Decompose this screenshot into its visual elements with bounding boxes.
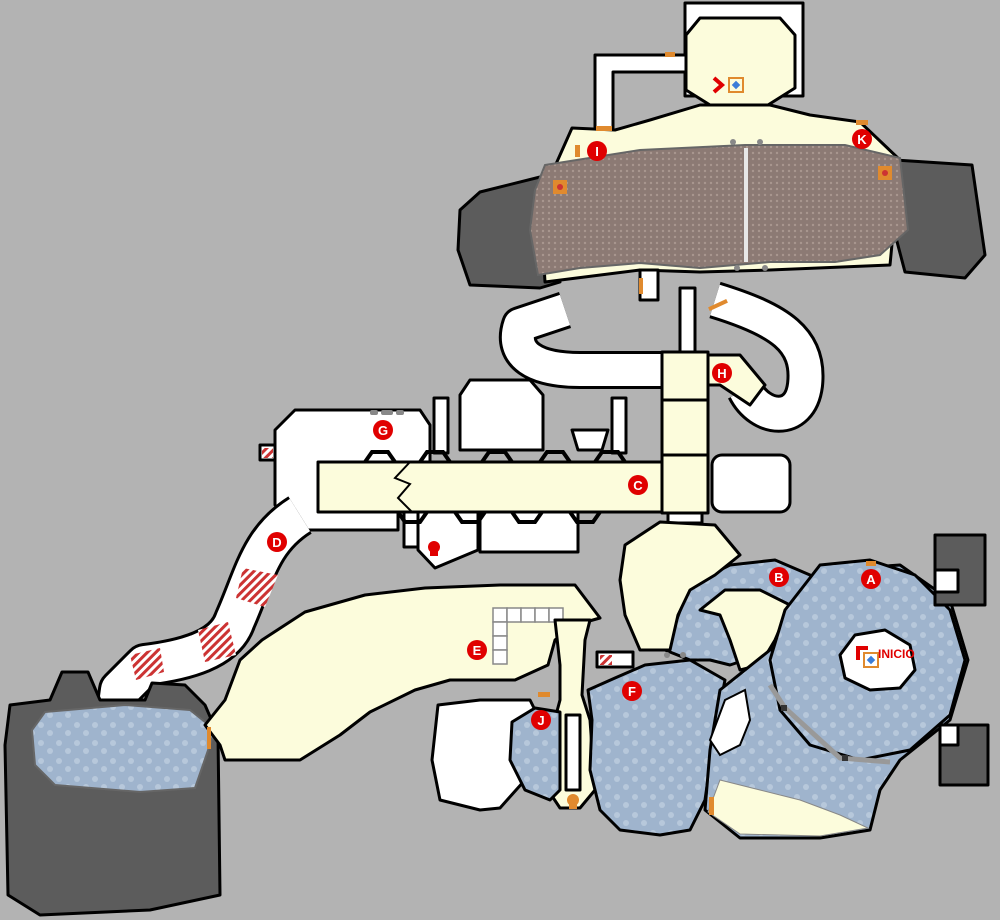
marker-a: A — [861, 569, 881, 589]
north-room — [458, 378, 545, 452]
door — [575, 145, 580, 157]
door — [866, 561, 876, 566]
hazard-strip — [236, 568, 278, 607]
marker-circle — [531, 710, 551, 730]
marker-letter: J — [537, 713, 544, 728]
marker-letter: D — [272, 535, 281, 550]
marker-circle — [712, 363, 732, 383]
door — [665, 52, 675, 57]
start-flag-icon — [856, 646, 879, 668]
marker-circle — [587, 141, 607, 161]
marker-letter: K — [857, 132, 867, 147]
marker-circle — [622, 681, 642, 701]
marker-letter: C — [633, 478, 643, 493]
marker-circle — [861, 569, 881, 589]
pillar-dots — [370, 139, 768, 658]
central-junction — [660, 350, 792, 514]
bridge — [767, 683, 891, 765]
marker-g: G — [373, 420, 393, 440]
skull-key-icon — [428, 541, 579, 809]
switch-panel-icon — [553, 166, 892, 194]
fortress-gate — [678, 286, 697, 354]
cream-cave — [618, 520, 742, 652]
marker-circle — [769, 567, 789, 587]
marker-letter: A — [866, 572, 876, 587]
exit-arrow-icon — [712, 76, 726, 94]
marker-letter: H — [717, 366, 726, 381]
door — [596, 126, 612, 131]
start-label: INICIO — [878, 647, 915, 661]
grid-steps — [492, 607, 564, 665]
water-cave-f — [586, 658, 727, 837]
west-pool — [30, 703, 217, 794]
grate-floor — [528, 144, 910, 277]
water-cave-j — [508, 706, 562, 802]
marker-i: I — [587, 141, 607, 161]
sandy-shore — [708, 688, 752, 757]
marker-letter: G — [378, 423, 388, 438]
marker-circle — [373, 420, 393, 440]
marker-f: F — [622, 681, 642, 701]
door — [708, 298, 728, 312]
hazard-strip — [130, 648, 164, 680]
marker-k: K — [852, 129, 872, 149]
marker-j: J — [531, 710, 551, 730]
marker-layer: A B C D E F G H I J K — [267, 129, 881, 730]
hazard-strip — [198, 622, 236, 662]
door — [856, 120, 868, 125]
marker-circle — [852, 129, 872, 149]
marker-letter: E — [473, 643, 482, 658]
marker-b: B — [769, 567, 789, 587]
teleport-pad-icon — [728, 77, 744, 93]
north-fortress — [456, 1, 987, 354]
door — [709, 797, 714, 815]
marker-circle — [628, 475, 648, 495]
marker-d: D — [267, 532, 287, 552]
crack — [393, 461, 413, 513]
sand-bar — [707, 779, 870, 837]
door — [639, 278, 643, 294]
door — [207, 727, 211, 749]
main-corridor — [316, 460, 664, 514]
door — [538, 692, 550, 697]
marker-circle — [467, 640, 487, 660]
east-room — [710, 453, 792, 514]
corridor-pillars — [363, 450, 627, 524]
marker-circle — [267, 532, 287, 552]
marker-e: E — [467, 640, 487, 660]
marker-c: C — [628, 475, 648, 495]
hazard-tile — [600, 655, 612, 665]
hazard-tile — [262, 448, 273, 458]
marker-h: H — [712, 363, 732, 383]
marker-letter: I — [595, 144, 599, 159]
marker-letter: F — [628, 684, 636, 699]
marker-letter: B — [774, 570, 783, 585]
